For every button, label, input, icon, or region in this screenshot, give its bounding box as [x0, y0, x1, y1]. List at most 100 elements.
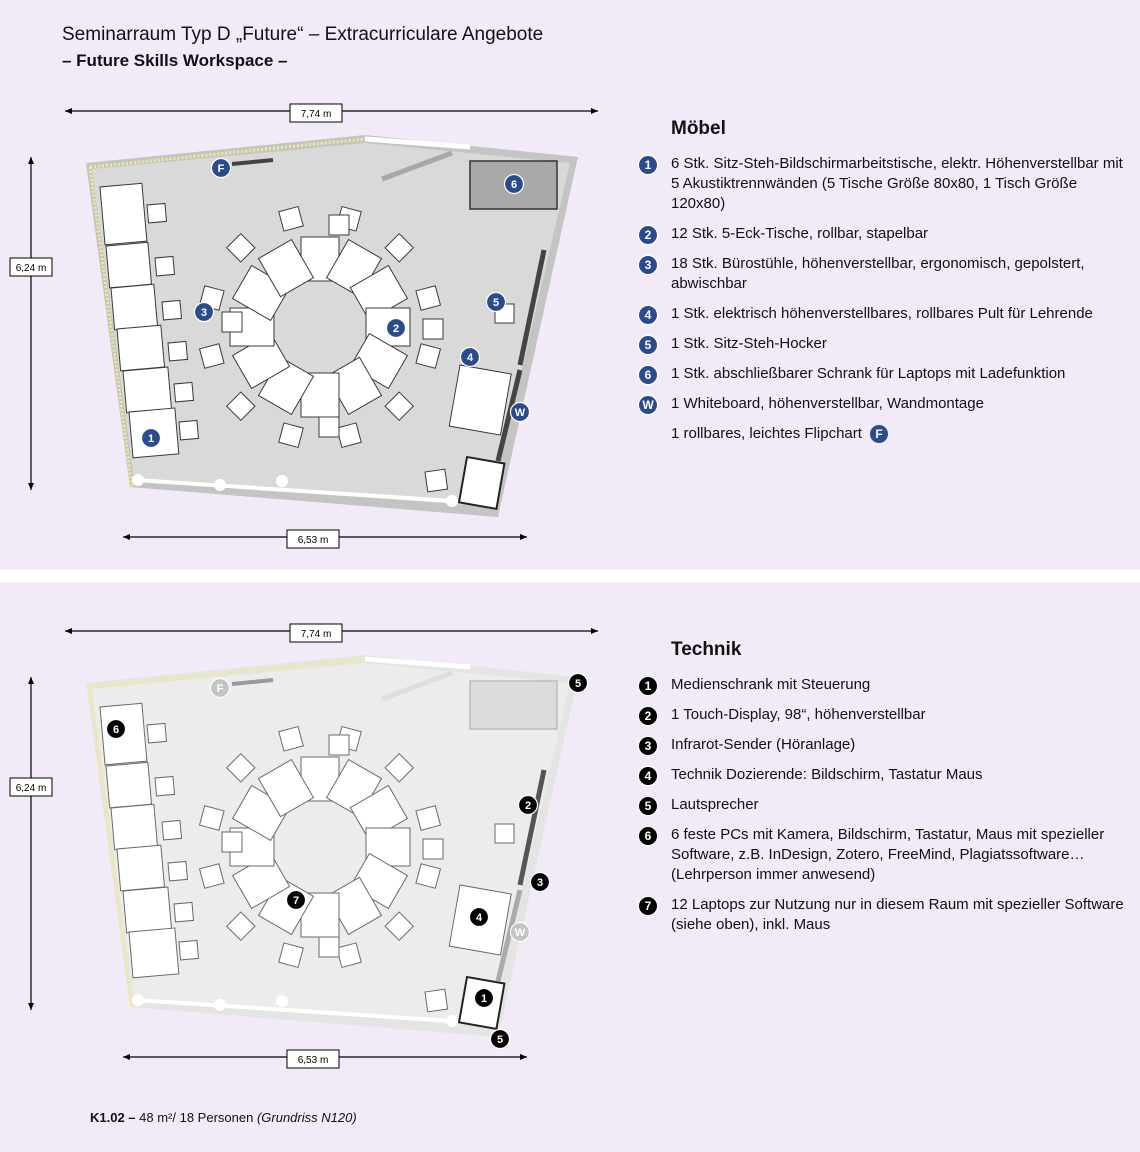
legend-item: 6 1 Stk. abschließbarer Schrank für Lapt…: [636, 364, 1126, 385]
whiteboard-bar-lower: [495, 889, 523, 982]
marker-label: 6: [113, 724, 119, 736]
legend-item: 3 18 Stk. Bürostühle, höhenverstellbar, …: [636, 254, 1126, 294]
lecturer-desk: [448, 364, 512, 436]
chair: [422, 838, 444, 860]
marker-label: 6: [511, 179, 517, 191]
marker-badge: [489, 1028, 511, 1050]
legend-item-text: 1 Touch-Display, 98“, höhenverstellbar: [671, 706, 926, 723]
media-cabinet: [457, 455, 506, 511]
workstation-desk: [128, 927, 180, 979]
chair: [225, 391, 256, 422]
chair: [225, 752, 256, 783]
chair: [173, 381, 195, 403]
legend-item-text: 1 rollbares, leichtes Flipchart: [671, 425, 862, 442]
legend-item: 4 1 Stk. elektrisch höhenverstellbares, …: [636, 304, 1126, 325]
chair: [178, 419, 200, 441]
arrow-head: [520, 534, 527, 540]
chair: [328, 734, 350, 756]
dimension-label: 7,74 m: [301, 109, 332, 120]
door-opening: [364, 656, 471, 670]
chair: [336, 422, 362, 449]
legend-item-text: 12 Laptops zur Nutzung nur in diesem Rau…: [671, 896, 1124, 933]
marker-label: 3: [201, 307, 207, 319]
legend-item-text: 6 feste PCs mit Kamera, Bildschirm, Tast…: [671, 826, 1105, 883]
chair: [318, 416, 340, 438]
arrow-head: [123, 1054, 130, 1060]
legend-item-text: 6 Stk. Sitz-Steh-Bildschirmarbeitstische…: [671, 155, 1123, 212]
arrow-head: [65, 108, 72, 114]
dimension-label-box: [9, 257, 53, 277]
window-post: [446, 1015, 458, 1027]
panel-separator: [0, 570, 1140, 582]
dimension-label-box: [286, 1049, 340, 1069]
legend-item-text: Technik Dozierende: Bildschirm, Tastatur…: [671, 766, 983, 783]
chair: [422, 318, 444, 340]
legend-item: 1 Medienschrank mit Steuerung: [636, 675, 1126, 696]
marker-badge: [503, 173, 525, 195]
marker-badge: 2: [638, 225, 658, 245]
arrow-head: [28, 483, 34, 490]
marker-label: W: [515, 407, 526, 419]
marker-badge: W: [638, 395, 658, 415]
door-leaf: [381, 670, 453, 702]
marker-badge: [459, 346, 481, 368]
pentagon-table: [257, 238, 315, 298]
workstation-desk: [105, 241, 153, 289]
dimension-label: 6,24 m: [16, 783, 47, 794]
legend-item-flipchart: 1 rollbares, leichtes Flipchart F: [636, 424, 1126, 444]
legend-technik-heading: Technik: [671, 639, 742, 660]
marker-label: 4: [467, 352, 474, 364]
chair: [198, 863, 225, 889]
legend-item: 7 12 Laptops zur Nutzung nur in diesem R…: [636, 895, 1126, 935]
marker-badge: 1: [638, 155, 658, 175]
door-opening: [364, 136, 471, 150]
marker-label: 5: [497, 1034, 503, 1046]
marker-label: 1: [481, 993, 487, 1005]
dimension-label-box: [289, 623, 343, 643]
marker-badge: 6: [638, 365, 658, 385]
workstation-desk: [110, 803, 159, 851]
marker-label: 5: [575, 678, 581, 690]
marker-badge: [517, 794, 539, 816]
marker-badge: [529, 871, 551, 893]
chair: [384, 911, 415, 942]
chair: [318, 936, 340, 958]
chair: [384, 752, 415, 783]
marker-badge: [509, 401, 531, 423]
legend-item: 6 6 feste PCs mit Kamera, Bildschirm, Ta…: [636, 825, 1126, 885]
dimension-label-box: [286, 529, 340, 549]
window-line: [135, 478, 453, 503]
legend-item: 5 1 Stk. Sitz-Steh-Hocker: [636, 334, 1126, 355]
chair: [198, 805, 225, 831]
marker-label: 2: [525, 800, 531, 812]
marker-badge: 4: [638, 305, 658, 325]
chair: [161, 299, 183, 321]
arrow-head: [123, 534, 130, 540]
marker-label: F: [218, 163, 225, 175]
marker-badge: F: [870, 425, 889, 444]
wall-highlight: [88, 657, 366, 1008]
marker-badge: [209, 677, 231, 699]
legend-item-text: Infrarot-Sender (Höranlage): [671, 736, 856, 753]
arrow-head: [65, 628, 72, 634]
whiteboard-bar-lower: [495, 369, 523, 462]
chair: [415, 285, 442, 311]
dimension-label: 7,74 m: [301, 629, 332, 640]
legend-item-text: 18 Stk. Bürostühle, höhenverstellbar, er…: [671, 255, 1085, 292]
stool: [494, 823, 515, 844]
chair: [167, 860, 189, 882]
marker-badge: [193, 301, 215, 323]
footer-room: K1.02 –: [90, 1110, 136, 1125]
marker-badge: 4: [638, 766, 658, 786]
legend-item-text: Lautsprecher: [671, 796, 759, 813]
marker-badge: 5: [638, 796, 658, 816]
page-subtitle: – Future Skills Workspace –: [62, 51, 288, 70]
window-line: [135, 998, 453, 1023]
chair: [173, 901, 195, 923]
marker-label: 7: [293, 895, 299, 907]
chair: [424, 468, 449, 493]
marker-label: 3: [537, 877, 543, 889]
marker-badge: [485, 291, 507, 313]
